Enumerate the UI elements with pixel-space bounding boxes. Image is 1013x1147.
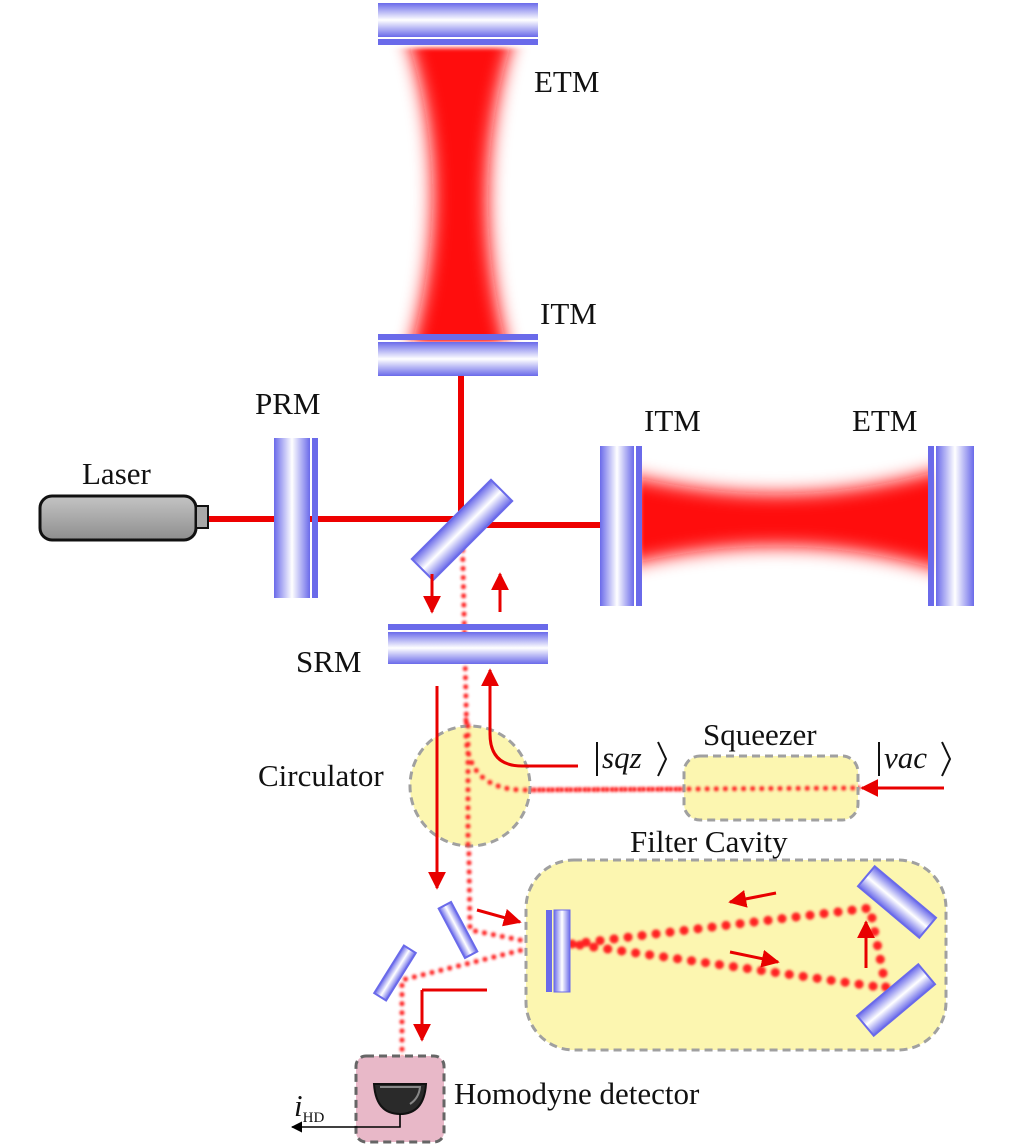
pickoff-mirror-2 [372,944,418,1002]
label-squeezer: Squeezer [703,717,817,752]
beam-splitter [410,478,514,582]
label-circulator: Circulator [258,758,384,793]
output-current-label: iHD [294,1088,324,1126]
etm-right-mirror [928,446,974,606]
label-srm: SRM [296,644,361,679]
label-laser: Laser [82,456,152,491]
circulator [408,724,532,848]
srm-mirror [388,624,548,664]
itm-top-mirror [378,334,538,376]
output-wire [290,1114,401,1133]
fc-input-mirror [546,909,571,993]
itm-right-mirror [600,446,642,606]
pickoff-mirror-1 [437,900,479,960]
label-homodyne-detector: Homodyne detector [454,1076,700,1111]
output-current-symbol: i [294,1088,303,1123]
label-filter-cavity: Filter Cavity [630,824,788,859]
direction-arrows [413,572,944,1042]
output-current-subscript: HD [303,1110,325,1126]
horizontal-arm-beam [640,472,932,568]
ket-sqz: sqz [596,740,668,777]
vertical-arm-beam [410,48,510,342]
laser [38,494,209,542]
label-itm-right: ITM [644,403,701,438]
ket-vac: vac [878,740,952,777]
label-etm-right: ETM [852,403,917,438]
ket-vac-text: vac [884,740,927,775]
label-itm-top: ITM [540,296,597,331]
inner-squeezed-paths [463,723,891,993]
prm-mirror [274,438,318,598]
label-prm: PRM [255,386,320,421]
fc-lower-mirror [855,962,937,1038]
fc-upper-mirror [856,864,938,940]
ket-sqz-text: sqz [602,740,642,775]
filter-cavity-box [524,858,948,1052]
label-etm-top: ETM [534,64,599,99]
photodiode-highlight [380,1086,422,1105]
etm-top-mirror [378,3,538,45]
